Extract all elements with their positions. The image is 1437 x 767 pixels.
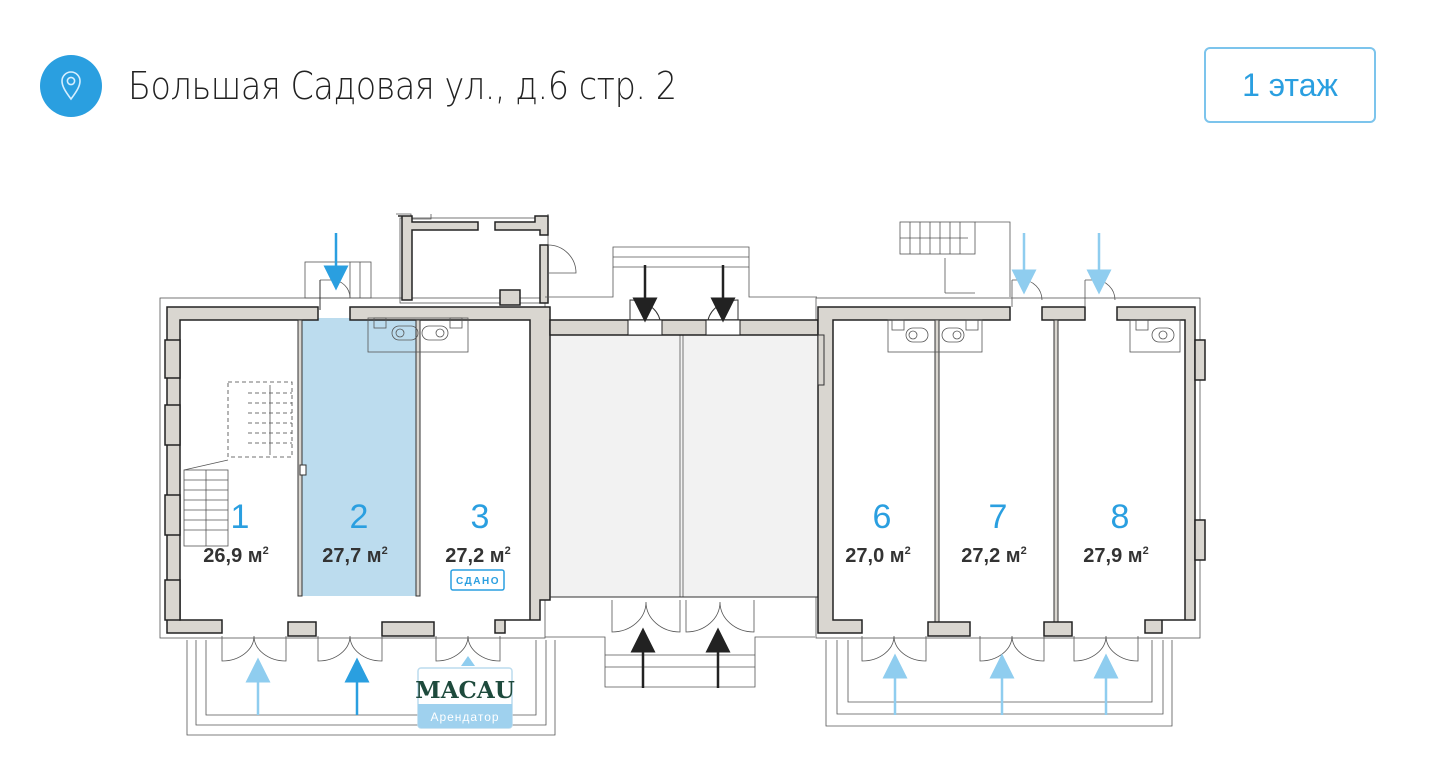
unit-area-unit: 2 [1143, 545, 1149, 557]
unit-number: 1 [231, 498, 250, 536]
rented-badge-text: СДАНО [456, 576, 500, 587]
svg-text:27,2 м2: 27,2 м2 [445, 545, 510, 567]
unit-7-label[interactable]: 7 27,2 м2 [961, 498, 1026, 567]
unit-3-area[interactable] [420, 318, 540, 596]
svg-text:27,7 м2: 27,7 м2 [322, 545, 387, 567]
map-pin-icon [40, 55, 102, 117]
tenant-card[interactable]: MACAU Арендатор [415, 667, 515, 729]
unit-3-label[interactable]: 3 27,2 м2 СДАНО [445, 498, 511, 591]
unit-area: 27,2 м [961, 545, 1020, 567]
bathroom-fixtures-right [887, 319, 1181, 353]
entrance-arrow-unit-3 [461, 656, 475, 666]
unit-area-unit: 2 [263, 545, 269, 557]
bathroom-fixtures-left [367, 317, 469, 353]
unit-area-unit: 2 [1021, 545, 1027, 557]
unit-area-unit: 2 [905, 545, 911, 557]
unit-8-area[interactable] [1058, 320, 1185, 626]
unit-7-area[interactable] [939, 320, 1054, 626]
unit-2-area[interactable] [302, 318, 416, 596]
tenant-label: Арендатор [430, 710, 499, 724]
unit-number: 6 [873, 498, 892, 536]
tenant-logo: MACAU [415, 677, 515, 704]
central-hall [549, 334, 819, 598]
floor-selector-button[interactable]: 1 этаж [1204, 47, 1376, 123]
unit-area-unit: 2 [505, 545, 511, 557]
address-title: Большая Садовая ул., д.6 стр. 2 [128, 64, 677, 108]
unit-area: 27,9 м [1083, 545, 1142, 567]
unit-number: 8 [1111, 498, 1130, 536]
unit-1-label[interactable]: 1 26,9 м2 [203, 498, 268, 567]
unit-area: 27,0 м [845, 545, 904, 567]
svg-text:27,9 м2: 27,9 м2 [1083, 545, 1148, 567]
unit-2-label[interactable]: 2 27,7 м2 [322, 498, 387, 567]
unit-number: 2 [350, 498, 369, 536]
unit-number: 7 [989, 498, 1008, 536]
unit-area: 27,2 м [445, 545, 504, 567]
unit-area-unit: 2 [382, 545, 388, 557]
svg-text:27,2 м2: 27,2 м2 [961, 545, 1026, 567]
unit-number: 3 [471, 498, 490, 536]
unit-area: 27,7 м [322, 545, 381, 567]
unit-6-label[interactable]: 6 27,0 м2 [845, 498, 910, 567]
unit-8-label[interactable]: 8 27,9 м2 [1083, 498, 1148, 567]
unit-area: 26,9 м [203, 545, 262, 567]
rented-badge [450, 569, 505, 591]
svg-text:26,9 м2: 26,9 м2 [203, 545, 268, 567]
address-header: Большая Садовая ул., д.6 стр. 2 [40, 55, 751, 117]
svg-text:27,0 м2: 27,0 м2 [845, 545, 910, 567]
unit-6-area[interactable] [833, 320, 935, 626]
